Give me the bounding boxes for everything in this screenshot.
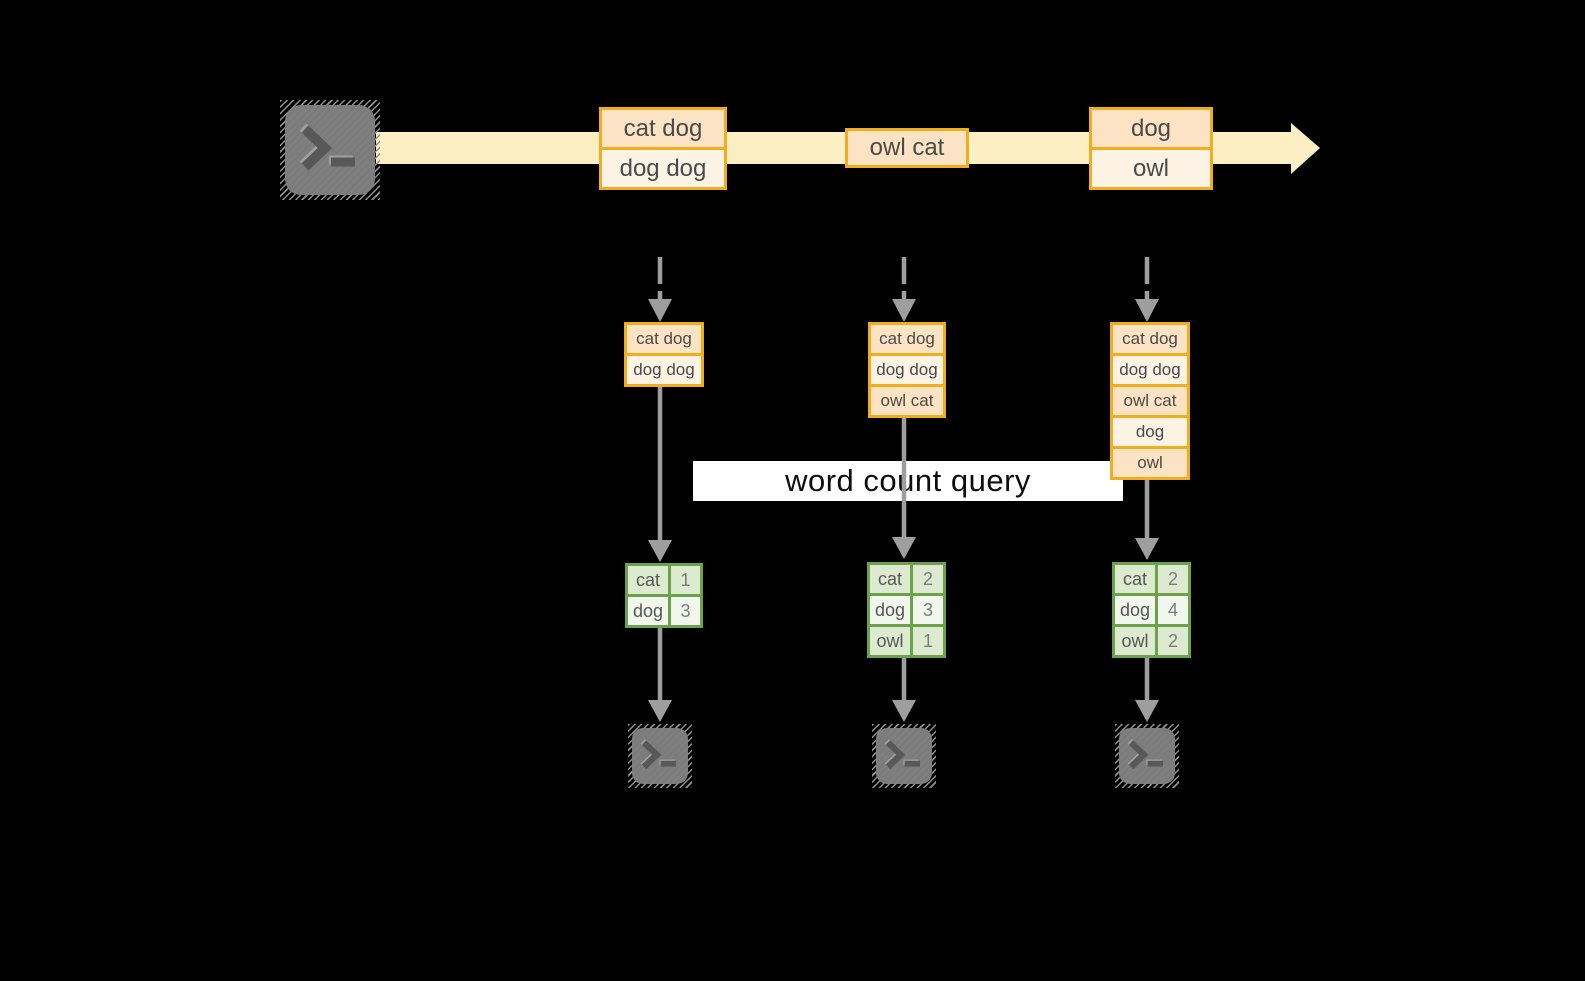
state-box-2: cat dog dog dog owl cat bbox=[868, 322, 946, 418]
event-box-2: owl cat bbox=[845, 128, 969, 168]
word-cell: dog bbox=[628, 597, 671, 625]
dashed-arrowhead-3 bbox=[1135, 299, 1159, 322]
prompt-icon bbox=[640, 738, 676, 770]
word-cell: cat bbox=[1115, 565, 1158, 593]
count-cell: 1 bbox=[671, 566, 700, 594]
query-banner-label: word count query bbox=[785, 463, 1031, 498]
table-row: owl 1 bbox=[870, 624, 943, 655]
sink-terminal-icon-2 bbox=[872, 724, 936, 788]
count-cell: 2 bbox=[1158, 627, 1188, 655]
output-arrowhead-2 bbox=[892, 700, 916, 722]
word-cell: dog bbox=[1115, 596, 1158, 624]
output-arrowhead-3 bbox=[1135, 700, 1159, 722]
source-terminal-icon bbox=[280, 100, 380, 200]
word-cell: dog bbox=[870, 596, 913, 624]
count-cell: 2 bbox=[913, 565, 943, 593]
word-cell: owl bbox=[1115, 627, 1158, 655]
state-box-1: cat dog dog dog bbox=[624, 322, 704, 387]
table-row: dog 4 bbox=[1115, 593, 1188, 624]
state-row: cat dog bbox=[871, 325, 943, 353]
state-row: cat dog bbox=[1113, 325, 1187, 353]
query-arrowhead-1 bbox=[648, 540, 672, 562]
state-row: dog dog bbox=[1113, 353, 1187, 384]
event-row: owl bbox=[1092, 147, 1210, 187]
word-cell: cat bbox=[870, 565, 913, 593]
table-row: cat 1 bbox=[628, 566, 700, 594]
count-cell: 3 bbox=[671, 597, 700, 625]
event-row: cat dog bbox=[602, 110, 724, 147]
prompt-icon bbox=[1127, 738, 1163, 770]
table-row: cat 2 bbox=[870, 565, 943, 593]
prompt-icon bbox=[884, 738, 920, 770]
sink-terminal-icon-3 bbox=[1115, 724, 1179, 788]
state-row: owl bbox=[1113, 446, 1187, 477]
state-row: cat dog bbox=[627, 325, 701, 353]
state-row: owl cat bbox=[871, 384, 943, 415]
table-row: dog 3 bbox=[628, 594, 700, 625]
table-row: cat 2 bbox=[1115, 565, 1188, 593]
sink-terminal-icon-1 bbox=[628, 724, 692, 788]
state-row: dog bbox=[1113, 415, 1187, 446]
state-row: dog dog bbox=[871, 353, 943, 384]
count-table-2: cat 2 dog 3 owl 1 bbox=[867, 562, 946, 658]
state-row: owl cat bbox=[1113, 384, 1187, 415]
table-row: owl 2 bbox=[1115, 624, 1188, 655]
query-banner: word count query bbox=[693, 461, 1123, 501]
count-table-1: cat 1 dog 3 bbox=[625, 563, 703, 628]
count-cell: 3 bbox=[913, 596, 943, 624]
count-table-3: cat 2 dog 4 owl 2 bbox=[1112, 562, 1191, 658]
output-arrowhead-1 bbox=[648, 700, 672, 722]
event-row: dog bbox=[1092, 110, 1210, 147]
dashed-arrowhead-2 bbox=[892, 299, 916, 322]
count-cell: 4 bbox=[1158, 596, 1188, 624]
query-arrowhead-3 bbox=[1135, 538, 1159, 560]
event-row: dog dog bbox=[602, 147, 724, 187]
prompt-icon bbox=[299, 123, 355, 171]
count-cell: 1 bbox=[913, 627, 943, 655]
table-row: dog 3 bbox=[870, 593, 943, 624]
state-box-3: cat dog dog dog owl cat dog owl bbox=[1110, 322, 1190, 480]
event-box-1: cat dog dog dog bbox=[599, 107, 727, 190]
count-cell: 2 bbox=[1158, 565, 1188, 593]
event-box-3: dog owl bbox=[1089, 107, 1213, 190]
dashed-arrowhead-1 bbox=[648, 299, 672, 322]
event-row: owl cat bbox=[848, 131, 966, 165]
state-row: dog dog bbox=[627, 353, 701, 384]
word-cell: owl bbox=[870, 627, 913, 655]
word-cell: cat bbox=[628, 566, 671, 594]
query-arrowhead-2 bbox=[892, 537, 916, 559]
